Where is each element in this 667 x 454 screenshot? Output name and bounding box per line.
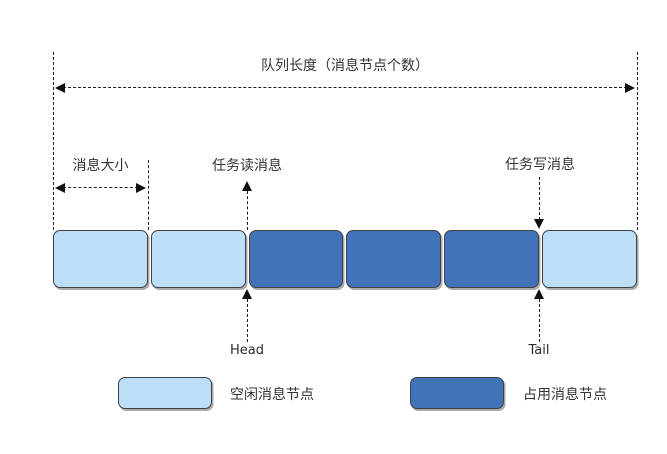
message-size-label: 消息大小 <box>72 158 129 174</box>
task-write-arrow-line <box>539 177 540 220</box>
legend-free-swatch <box>118 377 212 409</box>
arrowhead-up-icon <box>534 289 544 299</box>
message-size-arrow-line <box>63 187 138 188</box>
queue-node-free <box>542 230 637 288</box>
queue-node-free <box>150 230 246 288</box>
legend-occupied-label: 占用消息节点 <box>523 387 607 403</box>
legend-occupied-swatch <box>410 377 504 409</box>
arrowhead-right-icon <box>136 183 146 193</box>
queue-length-arrow <box>55 83 635 93</box>
queue-length-label: 队列长度（消息节点个数） <box>261 58 429 74</box>
queue-node-occupied <box>346 230 442 288</box>
head-pointer-line <box>247 299 248 342</box>
task-read-label: 任务读消息 <box>212 158 282 174</box>
legend-free-label: 空闲消息节点 <box>230 387 314 403</box>
tail-label: Tail <box>528 343 550 358</box>
arrowhead-right-icon <box>625 83 635 93</box>
message-size-arrow <box>55 183 146 193</box>
arrowhead-up-icon <box>242 289 252 299</box>
message-size-boundary-line <box>148 160 149 230</box>
queue-node-free <box>53 230 148 288</box>
arrowhead-down-icon <box>534 219 544 229</box>
queue-right-boundary-line <box>637 52 638 230</box>
queue-length-arrow-line <box>63 87 627 88</box>
queue-node-occupied <box>444 230 540 288</box>
queue-left-boundary-line <box>53 52 54 230</box>
task-write-label: 任务写消息 <box>505 157 575 173</box>
queue-node-occupied <box>248 230 344 288</box>
head-label: Head <box>230 343 264 358</box>
arrowhead-left-icon <box>55 83 65 93</box>
queue-node-row <box>53 230 637 288</box>
arrowhead-left-icon <box>55 183 65 193</box>
arrowhead-up-icon <box>242 181 252 191</box>
task-read-arrow-line <box>247 191 248 230</box>
tail-pointer-line <box>539 299 540 342</box>
